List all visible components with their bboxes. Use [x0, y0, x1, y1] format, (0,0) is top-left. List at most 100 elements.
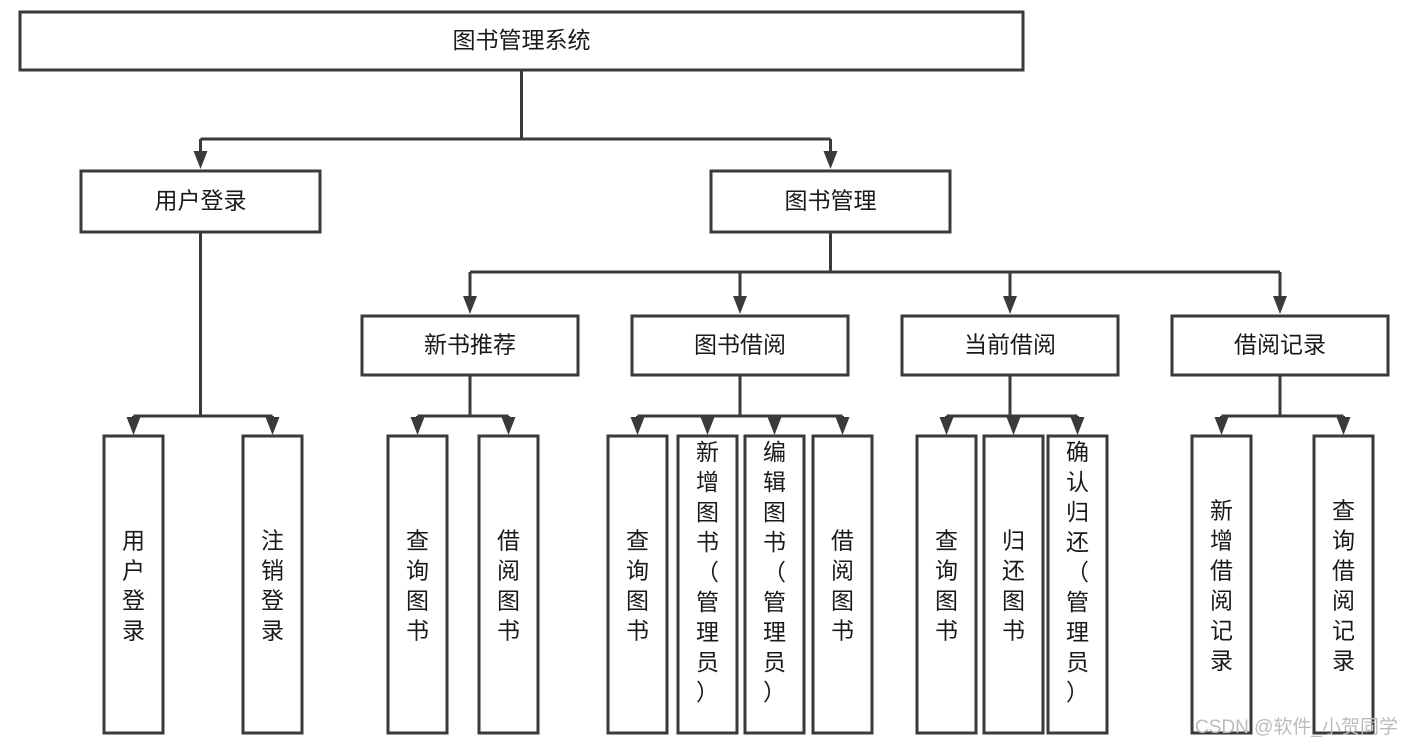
- node-new-book-rec-label: 新书推荐: [424, 332, 516, 358]
- node-leaf-query-book-current-label-char: 询: [935, 558, 958, 584]
- arrow-head-icon-leaf-add-record: [1214, 417, 1229, 435]
- node-user-login[interactable]: 用户登录: [79, 169, 322, 234]
- node-leaf-return-book-label-char: 还: [1002, 558, 1025, 584]
- node-leaf-add-book-label-char: 增: [696, 469, 719, 495]
- node-root[interactable]: 图书管理系统: [18, 10, 1025, 72]
- node-leaf-return-book-label-char: 书: [1002, 618, 1025, 644]
- node-leaf-add-record-label-char: 记: [1210, 618, 1233, 644]
- node-leaf-edit-book-label-char: 理: [763, 619, 786, 645]
- node-leaf-query-book-borrow-label-char: 查: [626, 528, 649, 554]
- node-leaf-edit-book-label-char: 图: [763, 499, 786, 525]
- node-leaf-add-record-label-char: 阅: [1210, 588, 1233, 614]
- node-borrow-record-label: 借阅记录: [1234, 332, 1326, 358]
- node-leaf-logout-label-char: 销: [261, 558, 284, 584]
- node-leaf-logout-label-char: 录: [261, 618, 284, 644]
- node-leaf-borrow-book-rec-label-char: 书: [497, 618, 520, 644]
- node-leaf-query-record-rect[interactable]: [1312, 434, 1375, 735]
- node-leaf-query-book-rec-label-char: 查: [406, 528, 429, 554]
- node-leaf-confirm-return-label-char: 理: [1066, 619, 1089, 645]
- node-user-login-rect[interactable]: [79, 169, 322, 234]
- node-leaf-borrow-book-rec-label-char: 图: [497, 588, 520, 614]
- csdn-watermark: CSDN @软件_小贺同学: [1195, 716, 1398, 738]
- node-leaf-query-book-current-label-char: 图: [935, 588, 958, 614]
- node-root-label: 图书管理系统: [453, 27, 591, 53]
- node-leaf-query-book-current-label-char: 查: [935, 528, 958, 554]
- node-book-borrow-label: 图书借阅: [694, 332, 786, 358]
- node-leaf-add-record-label-char: 录: [1210, 648, 1233, 674]
- node-new-book-rec-rect[interactable]: [360, 314, 580, 377]
- node-current-borrow-rect[interactable]: [900, 314, 1120, 377]
- node-leaf-confirm-return-label-char: ）: [1066, 679, 1089, 705]
- node-book-borrow-rect[interactable]: [630, 314, 850, 377]
- node-leaf-borrow-book-label-char: 书: [831, 618, 854, 644]
- node-leaf-add-record-label-char: 增: [1210, 528, 1233, 554]
- node-root-rect[interactable]: [18, 10, 1025, 72]
- node-book-manage-rect[interactable]: [709, 169, 952, 234]
- arrow-head-icon-leaf-confirm-return: [1070, 417, 1085, 435]
- node-leaf-query-book-rec-label-char: 书: [406, 618, 429, 644]
- node-leaf-user-login-label-char: 登: [122, 588, 145, 614]
- node-leaf-confirm-return-label-char: （: [1066, 559, 1089, 585]
- node-book-borrow[interactable]: 图书借阅: [630, 314, 850, 377]
- node-leaf-borrow-book-rec-label-char: 借: [497, 528, 520, 554]
- node-user-login-label: 用户登录: [155, 188, 247, 214]
- node-leaf-query-book-borrow-label-char: 询: [626, 558, 649, 584]
- node-new-book-rec[interactable]: 新书推荐: [360, 314, 580, 377]
- arrow-head-icon-book-borrow: [733, 296, 747, 314]
- node-leaf-add-book-label-char: ）: [696, 679, 719, 705]
- node-leaf-query-record-label-char: 记: [1332, 618, 1355, 644]
- node-leaf-edit-book-label-char: 编: [763, 439, 786, 465]
- node-leaf-edit-book-label-char: 员: [763, 649, 786, 675]
- node-leaf-edit-book-label-char: 辑: [763, 469, 786, 495]
- node-leaf-edit-book-rect[interactable]: [743, 434, 806, 735]
- node-leaf-edit-book-label-char: 管: [763, 589, 786, 615]
- node-leaf-user-login-label-char: 录: [122, 618, 145, 644]
- node-leaf-query-book-borrow-rect[interactable]: [606, 434, 669, 735]
- node-leaf-add-book-label-char: 书: [696, 529, 719, 555]
- node-leaf-logout-rect[interactable]: [241, 434, 304, 735]
- node-leaf-user-login-rect[interactable]: [102, 434, 165, 735]
- arrow-head-icon-user-login: [193, 151, 208, 169]
- node-leaf-borrow-book-rect[interactable]: [811, 434, 874, 735]
- node-leaf-edit-book-label-char: （: [763, 559, 786, 585]
- node-leaf-return-book-rect[interactable]: [982, 434, 1045, 735]
- arrow-head-icon-leaf-return-book: [1006, 417, 1021, 435]
- node-leaf-add-book-rect[interactable]: [676, 434, 739, 735]
- node-leaf-query-book-current-rect[interactable]: [915, 434, 978, 735]
- node-leaf-logout-label-char: 注: [261, 528, 284, 554]
- node-leaf-borrow-book-label-char: 借: [831, 528, 854, 554]
- node-leaf-add-book-label-char: 图: [696, 499, 719, 525]
- node-leaf-edit-book-label-char: ）: [763, 679, 786, 705]
- node-leaf-add-record-rect[interactable]: [1190, 434, 1253, 735]
- node-current-borrow[interactable]: 当前借阅: [900, 314, 1120, 377]
- node-leaf-query-record-label-char: 借: [1332, 558, 1355, 584]
- arrow-head-icon-leaf-borrow-book-rec: [501, 417, 516, 435]
- node-leaf-borrow-book-rec-rect[interactable]: [477, 434, 540, 735]
- node-leaf-return-book-label-char: 图: [1002, 588, 1025, 614]
- node-borrow-record[interactable]: 借阅记录: [1170, 314, 1390, 377]
- node-leaf-user-login-label-char: 户: [122, 558, 145, 584]
- node-leaf-query-record-label-char: 询: [1332, 528, 1355, 554]
- node-leaf-return-book-label-char: 归: [1002, 528, 1025, 554]
- node-borrow-record-rect[interactable]: [1170, 314, 1390, 377]
- node-leaf-user-login[interactable]: 用户登录: [102, 434, 165, 735]
- node-leaf-query-record-label-char: 阅: [1332, 588, 1355, 614]
- node-leaf-query-book-rec-rect[interactable]: [386, 434, 449, 735]
- node-leaf-confirm-return-rect[interactable]: [1046, 434, 1109, 735]
- node-leaf-query-book-rec-label-char: 图: [406, 588, 429, 614]
- node-leaf-confirm-return-label-char: 归: [1066, 499, 1089, 525]
- node-book-manage[interactable]: 图书管理: [709, 169, 952, 234]
